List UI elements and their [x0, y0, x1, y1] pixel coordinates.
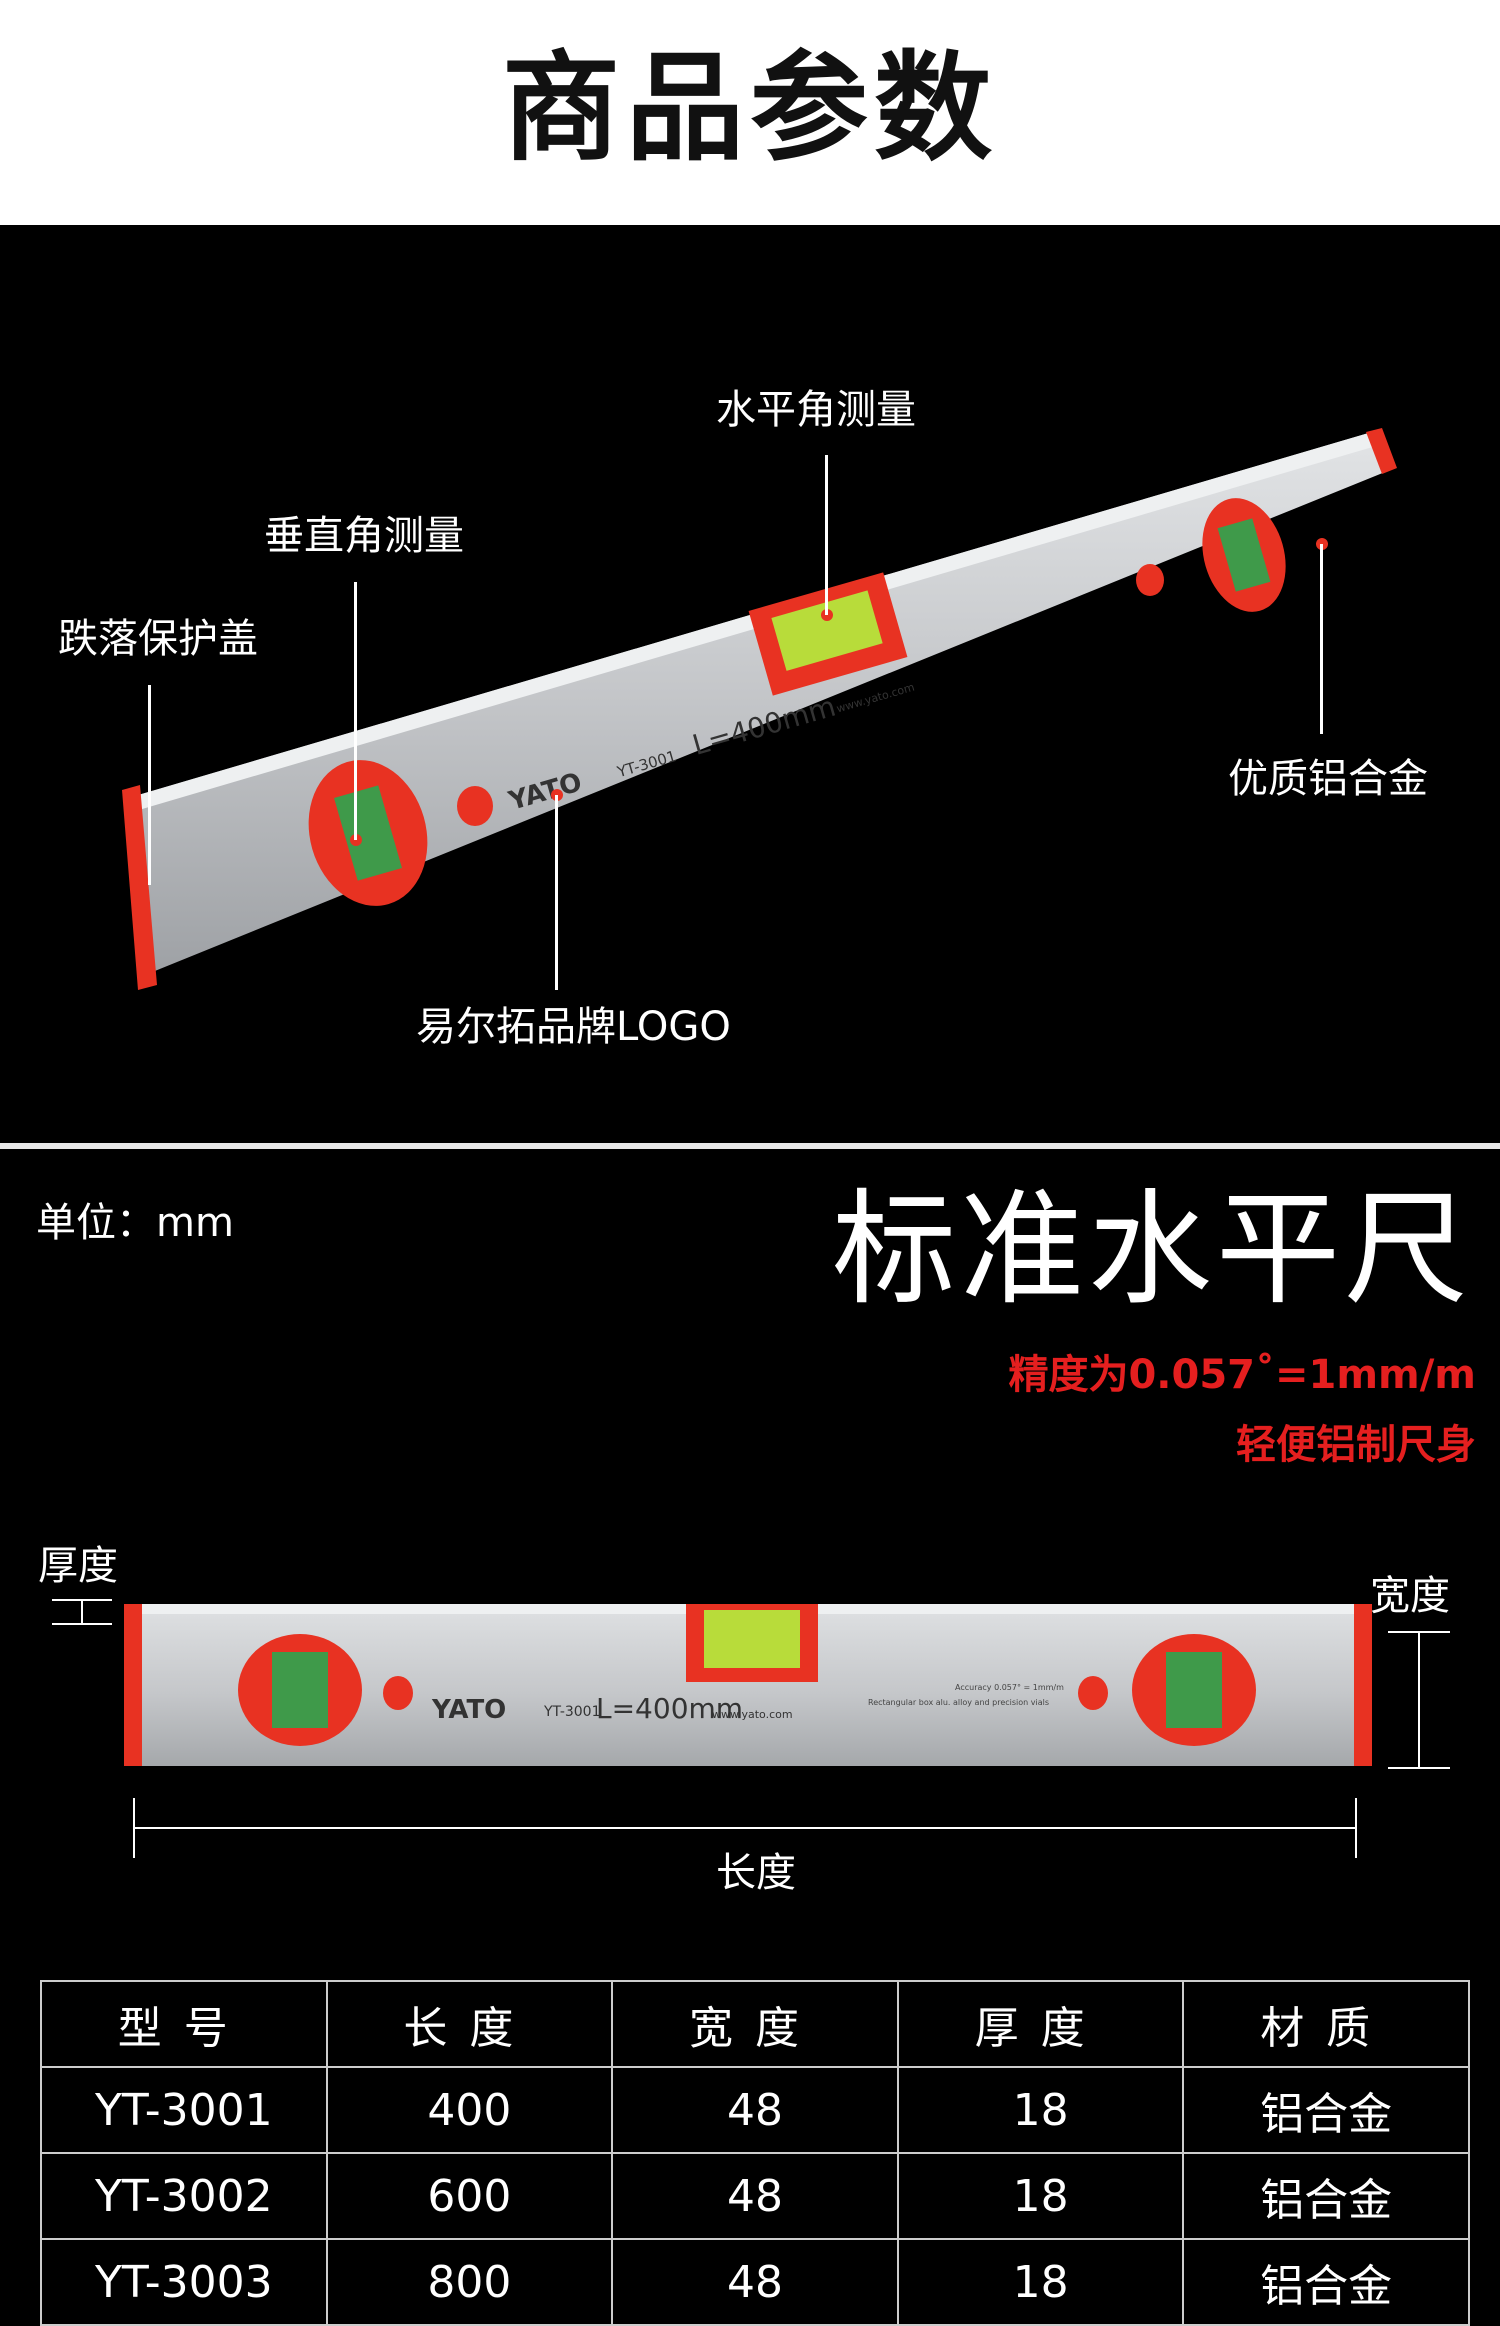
cell-length: 400: [325, 2066, 614, 2154]
cell-length: 800: [325, 2238, 614, 2326]
front-length: L=400mm: [596, 1692, 743, 1725]
callout-logo: 易尔拓品牌LOGO: [416, 1004, 731, 1050]
cell-width: 48: [611, 2152, 899, 2240]
front-hole-left: [383, 1676, 413, 1710]
page-title: 商品参数: [501, 39, 998, 177]
callout-cap: 跌落保护盖: [58, 616, 258, 662]
front-window-left: [238, 1634, 362, 1746]
cell-model: YT-3002: [40, 2152, 328, 2240]
spec-table-header-row: 型号 长度 宽度 厚度 材质: [40, 1980, 1470, 2068]
front-level-body: [124, 1604, 1372, 1766]
front-small-text-1: Accuracy 0.057° = 1mm/m: [955, 1683, 1064, 1692]
callout-line-cap: [148, 685, 151, 885]
front-hole-right: [1078, 1676, 1108, 1710]
product-title: 标准水平尺: [831, 1178, 1472, 1322]
vertical-dot: [350, 834, 362, 846]
hang-hole-right: [1136, 564, 1164, 596]
cell-material: 铝合金: [1182, 2152, 1470, 2240]
unit-label: 单位：mm: [36, 1200, 234, 1246]
cell-thickness: 18: [896, 2238, 1185, 2326]
callout-horizontal: 水平角测量: [716, 387, 916, 433]
vertical-vial-left: [334, 785, 402, 881]
front-horizontal-vial: [704, 1610, 800, 1668]
width-label: 宽度: [1370, 1573, 1450, 1619]
front-url: www.yato.com: [712, 1708, 793, 1721]
callout-line-alloy: [1320, 544, 1323, 734]
horizontal-dot: [821, 609, 833, 621]
front-model: YT-3001: [543, 1704, 601, 1720]
front-small-text-2: Rectangular box alu. alloy and precision…: [868, 1698, 1049, 1707]
angled-level-illustration: YATO YT-3001 L=400mm www.yato.com: [122, 428, 1397, 990]
table-row: YT-3001 400 48 18 铝合金: [40, 2066, 1470, 2154]
cell-thickness: 18: [896, 2066, 1185, 2154]
callout-vertical: 垂直角测量: [264, 513, 464, 559]
left-end-cap: [122, 785, 157, 990]
right-end-cap: [1366, 428, 1397, 474]
section-divider: [0, 1143, 1500, 1149]
table-row: YT-3002 600 48 18 铝合金: [40, 2152, 1470, 2240]
header-length: 长度: [325, 1980, 614, 2068]
cell-material: 铝合金: [1182, 2238, 1470, 2326]
table-row: YT-3003 800 48 18 铝合金: [40, 2238, 1470, 2326]
spec-table: 型号 长度 宽度 厚度 材质 YT-3001 400 48 18 铝合金 YT-…: [40, 1980, 1470, 2326]
cell-model: YT-3003: [40, 2238, 328, 2326]
cell-length: 600: [325, 2152, 614, 2240]
vertical-vial-right: [1217, 518, 1271, 592]
front-brand: YATO: [431, 1695, 506, 1725]
page-header: 商品参数: [0, 0, 1500, 225]
thickness-label: 厚度: [38, 1543, 118, 1589]
feature-text: 轻便铝制尺身: [1236, 1422, 1476, 1468]
header-width: 宽度: [611, 1980, 899, 2068]
front-left-cap: [124, 1604, 142, 1766]
front-horizontal-vial-frame: [686, 1604, 818, 1682]
front-right-cap: [1354, 1604, 1372, 1766]
header-material: 材质: [1182, 1980, 1470, 2068]
callout-line-horizontal: [825, 455, 828, 615]
cell-material: 铝合金: [1182, 2066, 1470, 2154]
cell-thickness: 18: [896, 2152, 1185, 2240]
callout-line-vertical: [354, 582, 357, 840]
callout-line-logo: [555, 795, 558, 990]
horizontal-vial: [771, 590, 883, 671]
header-model: 型号: [40, 1980, 328, 2068]
callout-alloy: 优质铝合金: [1228, 756, 1428, 802]
level-body: [128, 432, 1390, 975]
cell-model: YT-3001: [40, 2066, 328, 2154]
hang-hole-left: [457, 786, 493, 826]
front-window-right: [1132, 1634, 1256, 1746]
cell-width: 48: [611, 2066, 899, 2154]
cell-width: 48: [611, 2238, 899, 2326]
accuracy-text: 精度为0.057˚=1mm/m: [1008, 1352, 1476, 1398]
header-thickness: 厚度: [896, 1980, 1185, 2068]
length-label: 长度: [716, 1850, 796, 1896]
